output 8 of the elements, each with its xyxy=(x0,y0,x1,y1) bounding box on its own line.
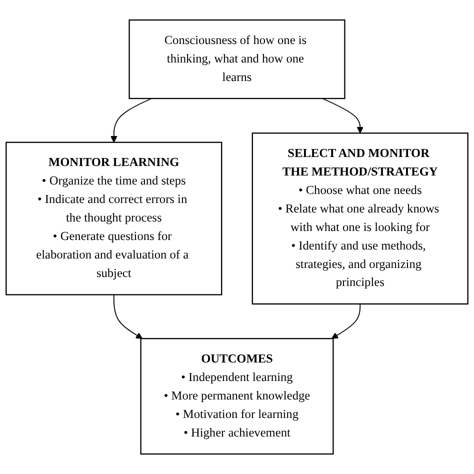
node-box: OUTCOMES • Independent learning • More permanent knowledge • Motivation for learning • Higher achievement xyxy=(140,338,334,455)
arrow xyxy=(322,98,364,134)
arrow xyxy=(110,98,152,143)
node-box: Consciousness of how one is thinking, what and how one learns xyxy=(128,19,346,100)
arrow xyxy=(331,303,361,339)
node-box: MONITOR LEARNING • Organize the time and steps • Indicate and correct errors in the thought process • Generate questions for elaboration and evaluation of a subject xyxy=(6,142,222,296)
node-box: SELECT AND MONITOR THE METHOD/STRATEGY • Choose what one needs • Relate what one already knows with what one is looking for • Identify and use methods, strategies, and organizing principles xyxy=(252,132,468,305)
arrow xyxy=(113,294,143,339)
